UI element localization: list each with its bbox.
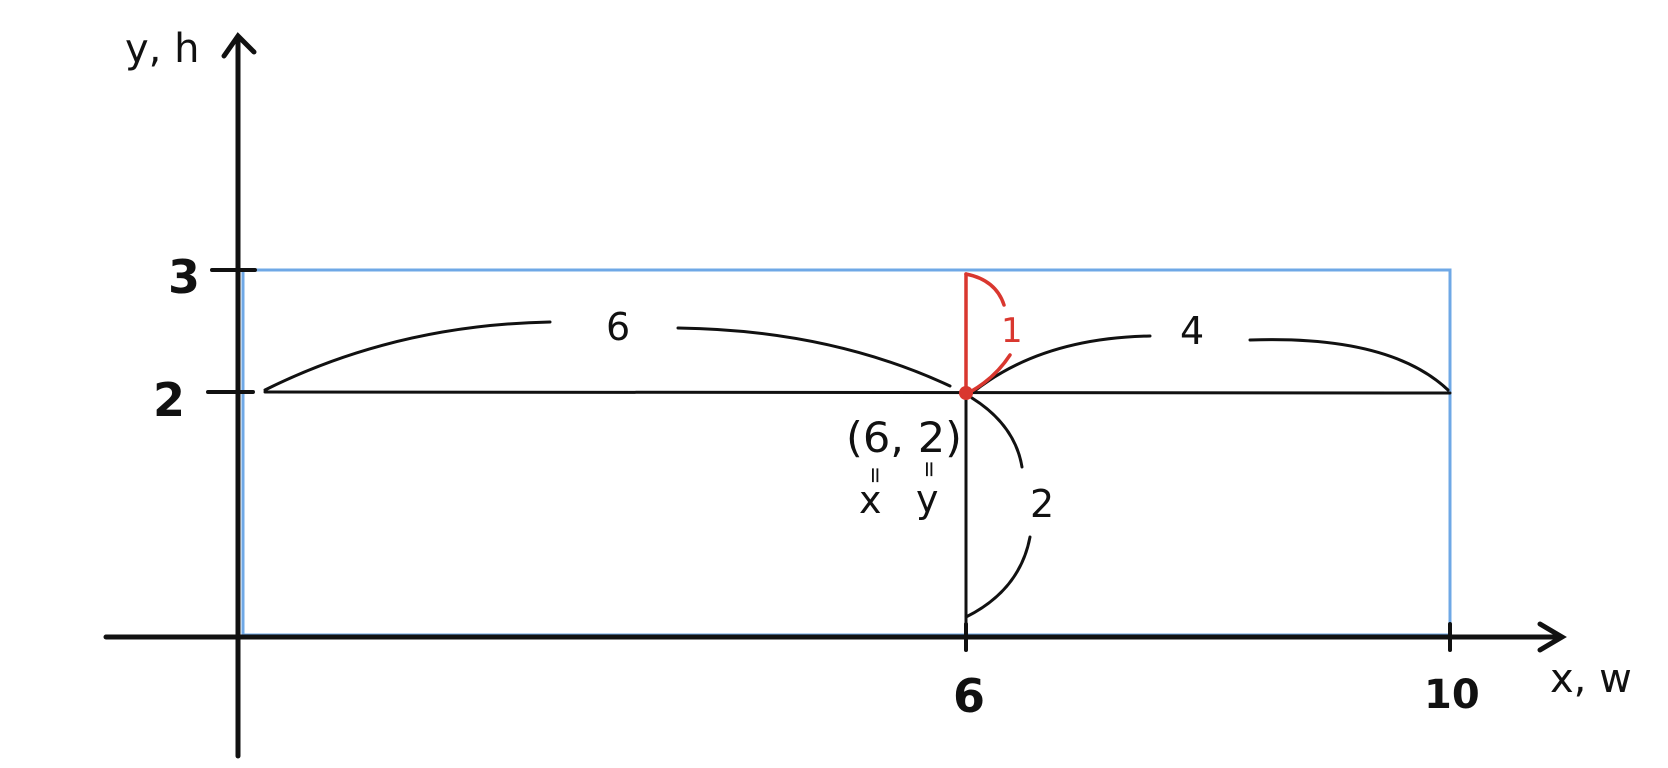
guide-lines (263, 390, 1452, 634)
x-tick-label-6: 6 (953, 669, 985, 723)
dimension-label-left-width: 6 (606, 305, 630, 349)
dimension-label-top-height: 1 (1001, 311, 1023, 351)
arc-left-6-part1 (263, 320, 552, 392)
axes (103, 32, 1567, 759)
point-coordinate-label: (6, 2) (846, 413, 962, 462)
y-tick-label-2: 2 (153, 373, 185, 427)
horizontal-line-y2 (263, 390, 1452, 395)
y-axis-label: y, h (125, 26, 199, 72)
x-axis-arrow (1537, 621, 1567, 653)
red-highlight (964, 272, 1012, 394)
dimension-arcs (263, 320, 1450, 619)
tick-marks (206, 268, 1452, 652)
arc-right-4-part2 (1248, 338, 1450, 392)
arc-bottom-2-part2 (964, 535, 1032, 619)
arc-right-4-part1 (970, 334, 1152, 395)
x-tick-label-10: 10 (1424, 672, 1480, 718)
point-y-variable: y (916, 477, 939, 521)
red-arc-bottom (968, 353, 1012, 394)
y-axis-arrow (221, 32, 257, 59)
arc-bottom-2-part1 (970, 396, 1024, 469)
arc-left-6-part2 (676, 326, 952, 388)
x-axis-label: x, w (1550, 656, 1632, 702)
point-6-2 (959, 386, 973, 400)
y-tick-label-3: 3 (168, 250, 200, 304)
dimension-label-bottom-height: 2 (1030, 482, 1054, 526)
red-arc-top (964, 272, 1006, 307)
equals-mark-y: = (916, 460, 941, 478)
point-x-variable: x (859, 478, 882, 522)
equals-mark-x: = (862, 466, 887, 484)
dimension-label-right-width: 4 (1180, 309, 1204, 353)
